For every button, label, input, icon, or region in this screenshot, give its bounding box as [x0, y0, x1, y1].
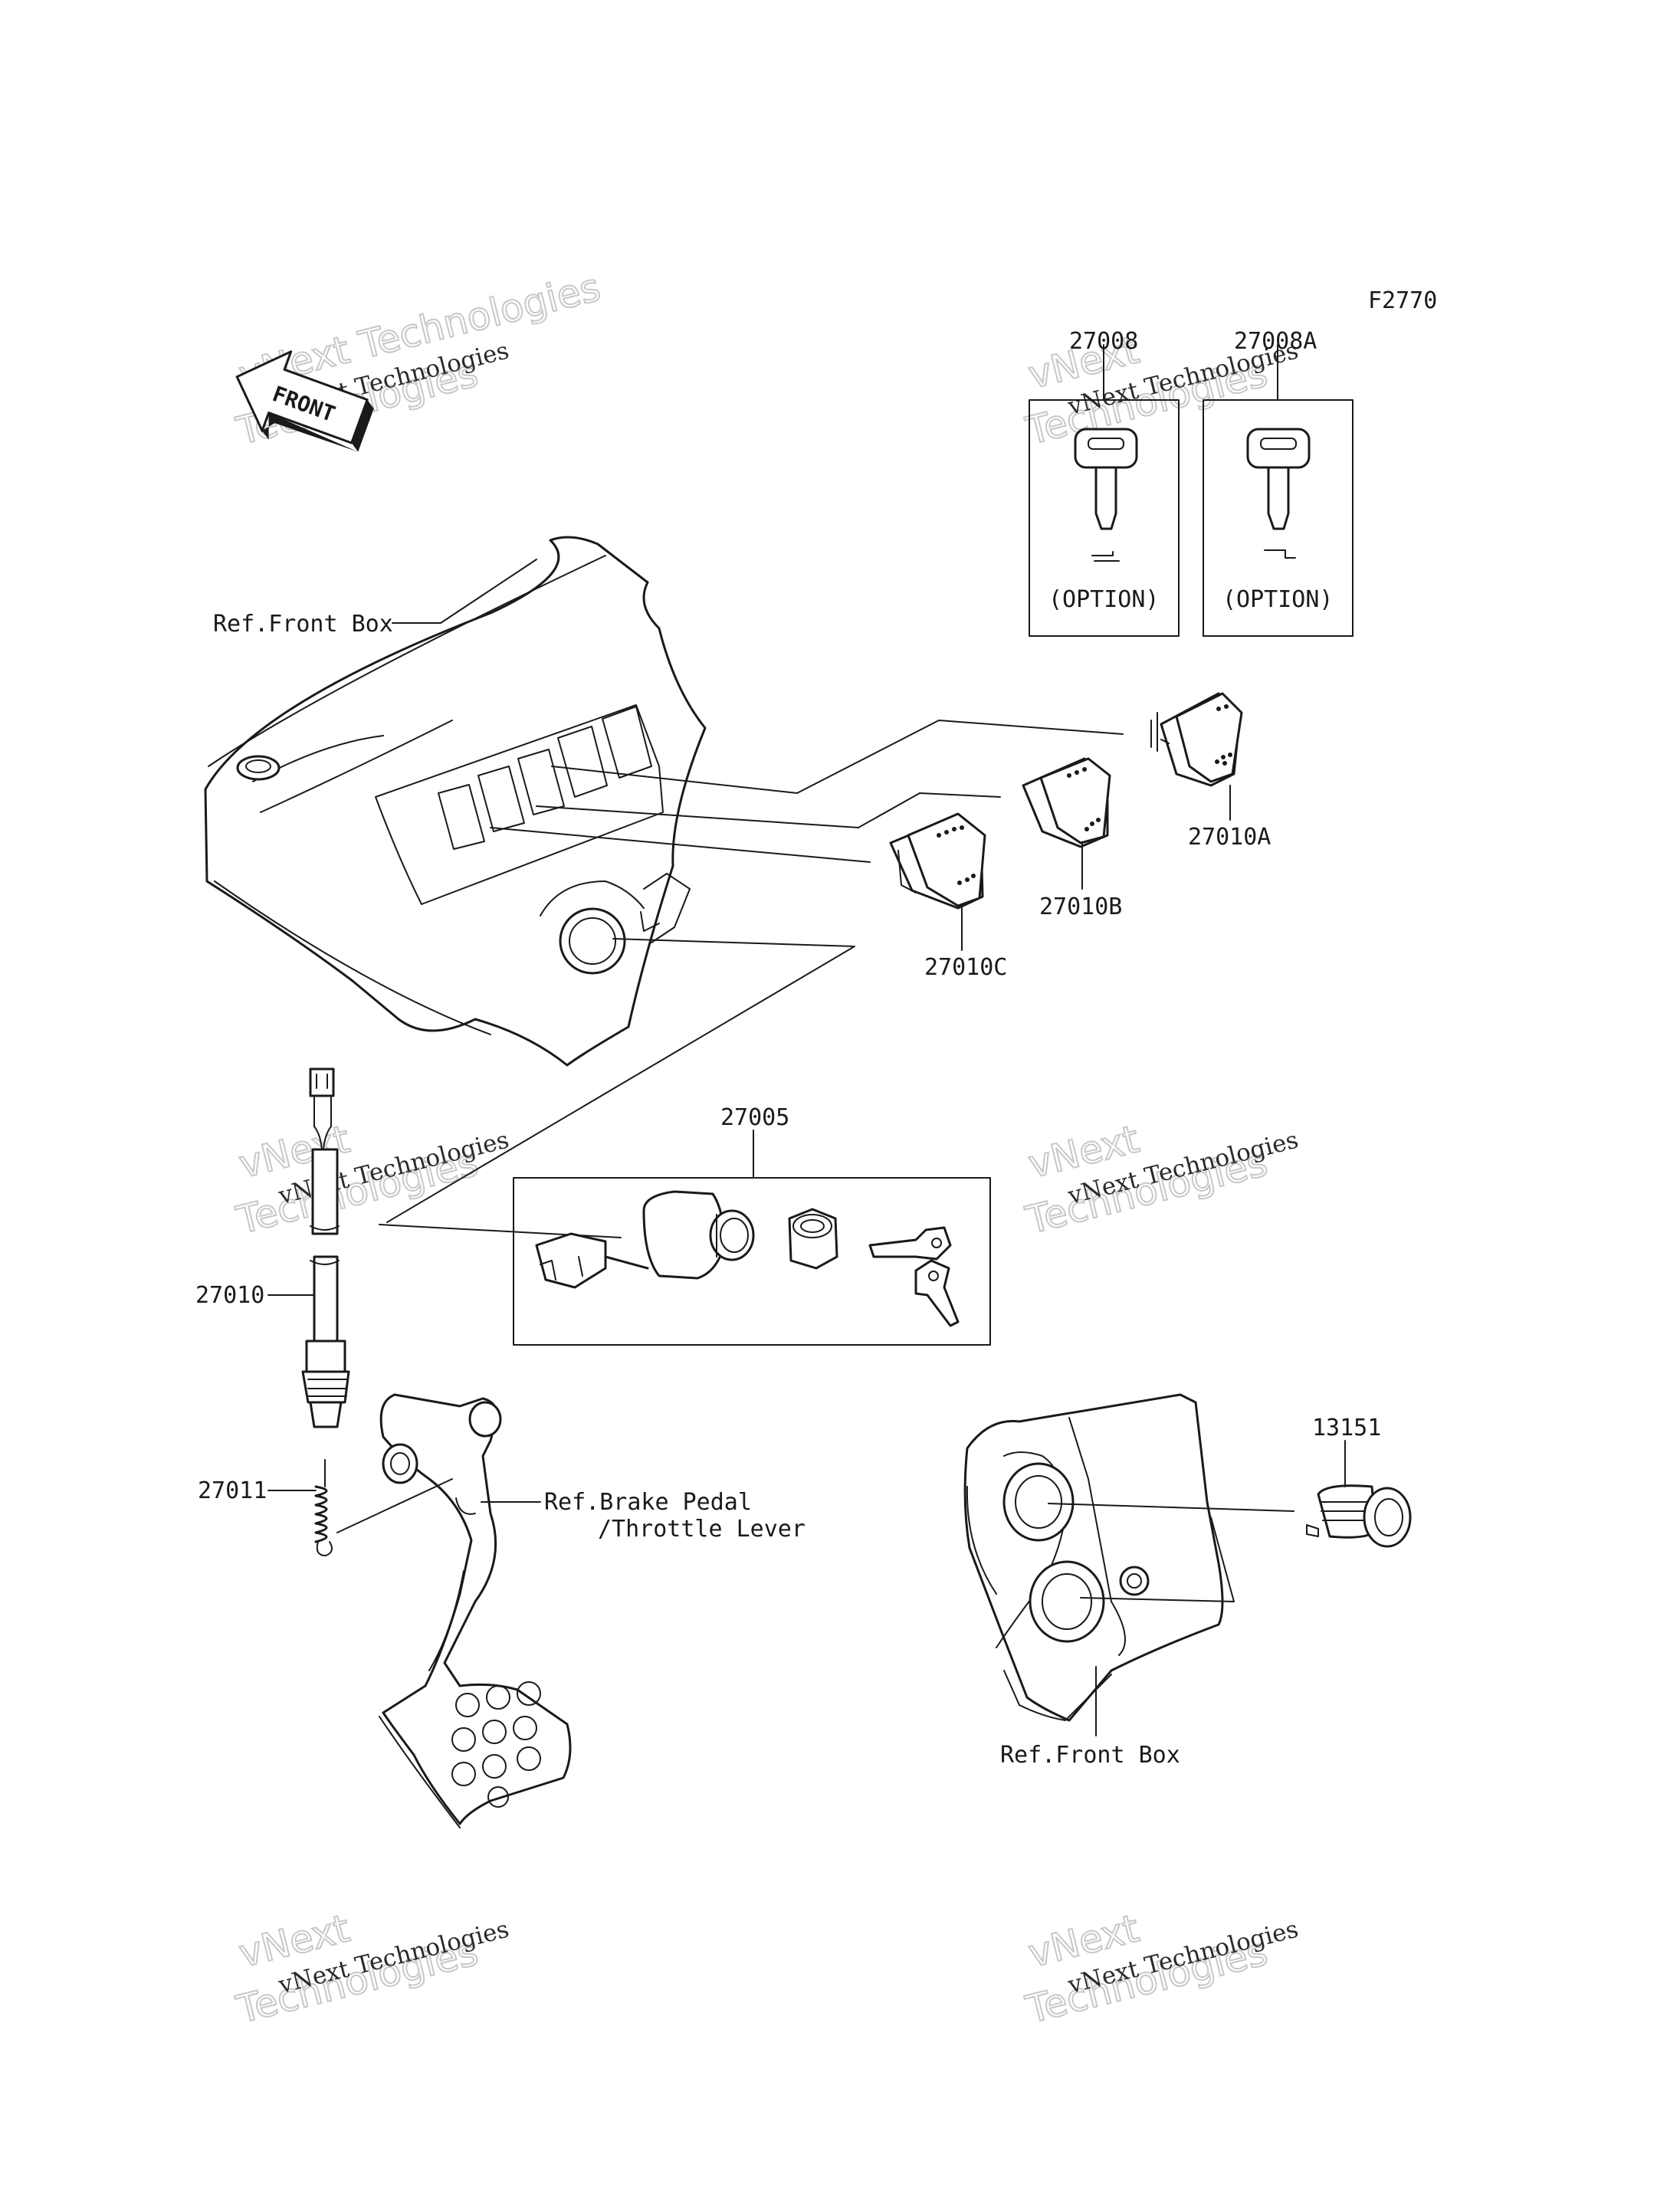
callout-27008A: 27008A [1234, 328, 1317, 355]
callout-27010B: 27010B [1039, 894, 1122, 920]
spring-icon [314, 1459, 333, 1556]
nut-icon [788, 1208, 838, 1270]
figure-code: F2770 [1368, 287, 1437, 314]
front-box-dashboard [204, 536, 707, 1067]
ref-front-box-bottom: Ref.Front Box [1000, 1742, 1180, 1769]
callout-27005: 27005 [720, 1104, 789, 1131]
brake-switch-icon [301, 1067, 350, 1428]
rocker-switch-27010B [1022, 757, 1111, 848]
ref-front-box-top: Ref.Front Box [213, 611, 393, 638]
watermark-bottom-right: vNext Technologies vNext Technologies [1021, 1905, 1301, 2033]
power-socket-icon [1306, 1484, 1412, 1548]
callout-27010C: 27010C [924, 954, 1007, 981]
part-27008-group: 27008 (OPTION) [1029, 328, 1180, 637]
callout-27008: 27008 [1069, 328, 1138, 355]
front-arrow-icon: FRONT [235, 350, 374, 452]
ref-brake-pedal-line1: Ref.Brake Pedal [544, 1489, 752, 1516]
callout-27011: 27011 [198, 1477, 267, 1504]
option-note-2: (OPTION) [1222, 586, 1334, 613]
watermark-mid-right: vNext Technologies vNext Technologies [1021, 1116, 1301, 1244]
ignition-switch-icon [535, 1190, 755, 1289]
watermark-bottom-left: vNext Technologies vNext Technologies [231, 1905, 512, 2033]
key-icon [1074, 428, 1138, 562]
option-note-1: (OPTION) [1048, 586, 1160, 613]
rocker-switch-27010A [1150, 692, 1243, 787]
callout-27010A: 27010A [1188, 824, 1271, 851]
watermark-mid-left: vNext Technologies vNext Technologies [231, 1116, 512, 1244]
rocker-switch-27010C [889, 812, 986, 910]
key-icon [868, 1226, 960, 1327]
ref-brake-pedal-line2: /Throttle Lever [598, 1516, 806, 1543]
key-icon [1246, 428, 1311, 559]
callout-27010: 27010 [195, 1282, 264, 1309]
brake-pedal [379, 1393, 572, 1828]
front-box-lower [963, 1393, 1224, 1722]
ignition-assembly-box [513, 1177, 991, 1346]
callout-13151: 13151 [1312, 1415, 1381, 1441]
part-27008A-group: 27008A (OPTION) [1203, 328, 1354, 637]
